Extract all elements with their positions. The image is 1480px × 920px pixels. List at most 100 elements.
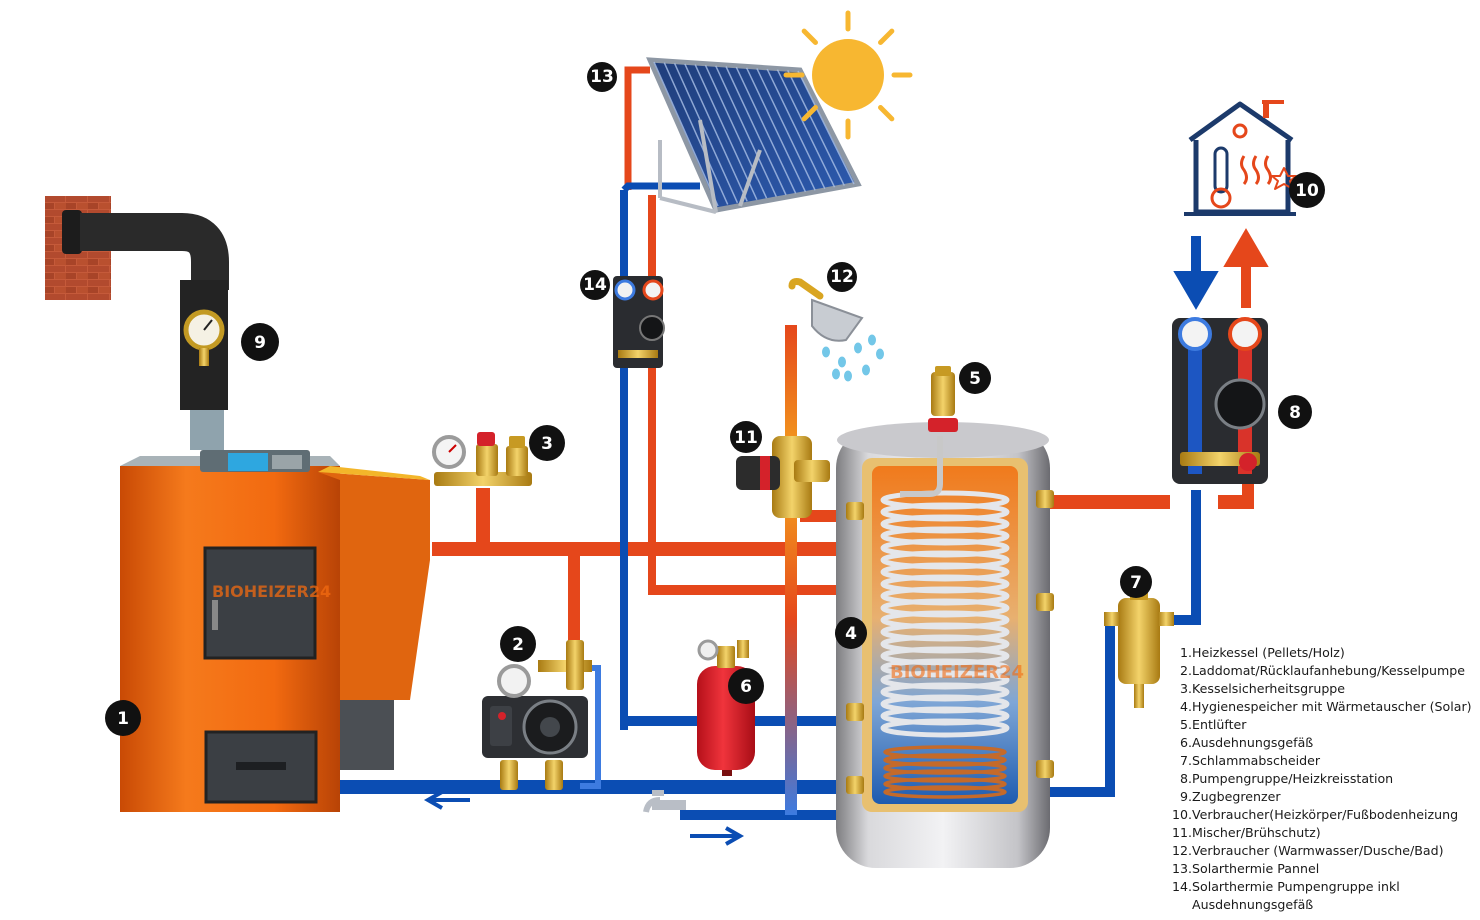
- solar-tube: [663, 62, 729, 205]
- svg-text:14: 14: [583, 275, 607, 295]
- svg-text:9: 9: [254, 333, 266, 353]
- safety-valve: [476, 444, 498, 476]
- expansion-connection: [752, 718, 774, 726]
- svg-text:7: 7: [1130, 573, 1142, 593]
- mixer-body: [772, 436, 812, 518]
- component-number-badges: 1 2 3 4 5 6 7 8 9 10 11 12 13 14: [105, 62, 1325, 736]
- boiler-logo: BIOHEIZER24: [212, 582, 331, 601]
- solar-hot-to-tank: [648, 585, 840, 595]
- thermostatic-mixer: [736, 436, 830, 518]
- svg-text:11: 11: [734, 428, 758, 448]
- badge-3: 3: [529, 425, 565, 461]
- water-drop: [862, 364, 870, 376]
- solar-hot-line: [648, 195, 656, 595]
- boiler-safety-group: [432, 432, 532, 486]
- badge-8: 8: [1278, 395, 1312, 429]
- svg-text:12: 12: [830, 267, 854, 287]
- heat-exchanger-coil: [880, 490, 1010, 738]
- badge-10: 10: [1289, 172, 1325, 208]
- solar-tube: [704, 64, 768, 199]
- tank-solar-return-stub: [806, 718, 840, 726]
- legend-item: 11.Mischer/Brühschutz): [1171, 825, 1321, 840]
- flue-pipe: [80, 213, 229, 290]
- sun-ray: [878, 28, 895, 45]
- boiler-display: [228, 453, 268, 471]
- solar-tube: [673, 62, 739, 204]
- hygiene-storage-tank: BIOHEIZER24: [836, 422, 1054, 868]
- solar-tube: [725, 66, 787, 196]
- badge-5: 5: [959, 362, 991, 394]
- badge-7: 7: [1120, 566, 1152, 598]
- legend-item: 14.Solarthermie Pumpengruppe inkl Ausdeh…: [1171, 879, 1400, 912]
- solar-pump-icon: [639, 315, 665, 341]
- heating-supply-pipe: [1050, 495, 1170, 509]
- heating-pump-icon: [1214, 378, 1266, 430]
- solar-tube: [776, 69, 836, 188]
- solar-coil-turn: [883, 761, 1007, 775]
- consumer-supply-arrow-icon: [1223, 228, 1269, 308]
- solar-pump-group: [613, 276, 665, 368]
- solar-cold-line: [620, 190, 628, 730]
- solar-tube: [653, 61, 719, 207]
- air-vent-body: [931, 372, 955, 416]
- legend-item: 8.Pumpengruppe/Heizkreisstation: [1179, 771, 1394, 786]
- heating-return-riser: [1160, 490, 1201, 625]
- solar-frame: [658, 119, 762, 214]
- laddomat-hot-branch: [568, 556, 580, 646]
- solar-collector: [646, 57, 862, 214]
- solar-coil-turn: [883, 753, 1007, 767]
- coil-turn: [880, 718, 1010, 738]
- water-drop: [832, 368, 840, 380]
- solar-tube: [735, 66, 797, 194]
- svg-text:4: 4: [845, 624, 857, 644]
- badge-2: 2: [500, 626, 536, 662]
- safety-group-riser: [476, 488, 490, 548]
- solar-coil-turn: [883, 745, 1007, 759]
- badge-6: 6: [728, 668, 764, 704]
- sun-ray: [801, 105, 818, 122]
- solar-coil-turn: [883, 769, 1007, 783]
- hot-supply-pipe: [432, 542, 840, 556]
- solar-tube: [797, 70, 855, 185]
- boiler: BIOHEIZER24: [120, 450, 430, 812]
- svg-text:5: 5: [969, 369, 981, 389]
- legend-item: 5.Entlüfter: [1179, 717, 1247, 732]
- svg-text:6: 6: [740, 677, 752, 697]
- svg-text:1: 1: [117, 709, 129, 729]
- svg-text:2: 2: [512, 635, 524, 655]
- legend-item: 6.Ausdehnungsgefäß: [1179, 735, 1314, 750]
- heating-gauge-hot-icon: [1228, 317, 1262, 351]
- badge-1: 1: [105, 700, 141, 736]
- water-drop: [822, 346, 830, 358]
- legend-item: 1.Heizkessel (Pellets/Holz): [1179, 645, 1345, 660]
- badge-11: 11: [730, 421, 762, 453]
- flow-arrows: [423, 228, 1269, 846]
- water-drop: [838, 356, 846, 368]
- pellet-hopper: [318, 472, 430, 700]
- badge-12: 12: [827, 262, 857, 292]
- water-drop: [844, 370, 852, 382]
- svg-text:13: 13: [590, 67, 614, 87]
- solar-tube: [694, 64, 758, 201]
- solar-tube: [766, 68, 826, 190]
- solar-tube: [684, 63, 748, 202]
- consumer-return-arrow-icon: [1173, 236, 1219, 310]
- expansion-vessel: [697, 639, 755, 776]
- laddomat-pump-group: [482, 640, 601, 790]
- legend-item: 3.Kesselsicherheitsgruppe: [1179, 681, 1346, 696]
- solar-coil-turn: [883, 777, 1007, 791]
- solar-tube: [756, 68, 816, 191]
- solar-gauge-cold-icon: [614, 279, 636, 301]
- solar-gauge-hot-icon: [642, 279, 664, 301]
- badge-9: 9: [241, 323, 279, 361]
- house-consumer-icon: [1184, 100, 1297, 216]
- laddomat-gauge-icon: [497, 664, 531, 698]
- inlet-arrow-icon: [690, 826, 745, 846]
- heating-pump-station: [1172, 317, 1268, 484]
- flue-connector: [190, 410, 224, 450]
- water-drop: [876, 348, 884, 360]
- water-tap-icon: [643, 790, 686, 813]
- draft-limiter-valve: [199, 348, 209, 366]
- return-arrow-icon: [423, 790, 470, 810]
